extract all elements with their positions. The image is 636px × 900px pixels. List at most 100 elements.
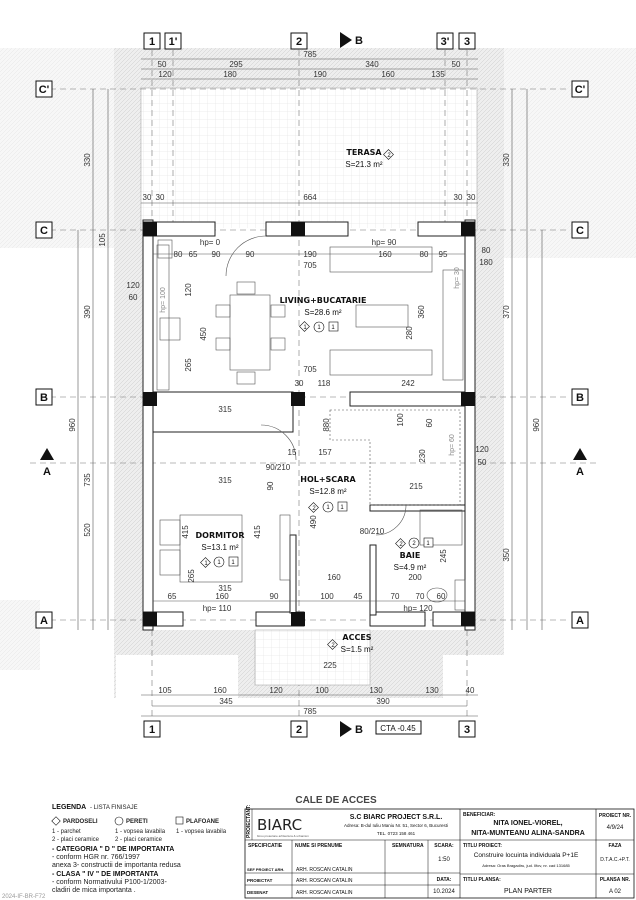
label-title_block-scara_label: SCARA: xyxy=(434,843,454,849)
label-dimensions-bedroom-3: 265 xyxy=(187,569,196,583)
label-dimensions-hall-14: 100 xyxy=(396,413,405,427)
side-dimensions: 330 105 390 960 735 520 120 60 330 370 9… xyxy=(68,89,543,630)
label-title_block-roles-1-role: PROIECTAT xyxy=(247,878,273,883)
label-title_block-phone: TEL. 0723 158 461 xyxy=(377,831,416,836)
label-rooms-0-codes-0: 2 xyxy=(387,153,391,159)
label-dimensions-living-10: 450 xyxy=(199,327,208,341)
label-axes-horizontal-2: B xyxy=(40,392,48,404)
label-axes-vertical_bottom-0: 1 xyxy=(149,724,155,736)
label-dimensions-bottom_row2-0: 345 xyxy=(219,697,233,706)
label-rooms-4-codes-0: 2 xyxy=(399,542,403,548)
label-dimensions-terrace_edges-3: 30 xyxy=(467,193,476,202)
label-axes-section_cut: A xyxy=(576,466,584,478)
label-dimensions-living-8: 705 xyxy=(303,261,317,270)
label-title_block-proiect_nr: 4/9/24 xyxy=(607,825,624,831)
label-rooms-3-area: S=13.1 m² xyxy=(201,543,238,552)
label-rooms-0-name: TERASA xyxy=(346,148,382,157)
label-dimensions-hp_labels-1: hp= 90 xyxy=(372,238,397,247)
label-dimensions-living-12: 120 xyxy=(184,283,193,297)
label-legend-pardoseli_items-0: 1 - parchet xyxy=(52,829,81,835)
label-dimensions-terrace_edges-2: 30 xyxy=(454,193,463,202)
label-rooms-1-name: LIVING+BUCATARIE xyxy=(280,296,367,305)
label-title_block-data: 10.2024 xyxy=(433,889,455,895)
room-acces: ACCES S=1.5 m² 2 xyxy=(327,633,374,654)
label-dimensions-top_row2-0: 50 xyxy=(158,60,167,69)
label-legend-clasa_line2: cladiri de mica importanta . xyxy=(52,887,136,894)
label-dimensions-living-16: 118 xyxy=(318,379,331,388)
label-dimensions-hall-15: 215 xyxy=(409,482,423,491)
label-dimensions-living-15: 30 xyxy=(295,379,304,388)
axis-bubbles-bottom: 1 2 3 B CTA -0.45 xyxy=(143,720,476,738)
label-axes-horizontal-4: A xyxy=(576,615,584,627)
label-dimensions-left_side-4: 735 xyxy=(83,473,92,487)
label-rooms-2-codes-1: 1 xyxy=(326,505,330,511)
label-dimensions-living-11: 265 xyxy=(184,358,193,372)
label-dimensions-right_side-0: 330 xyxy=(502,153,511,167)
label-axes-horizontal-1: C xyxy=(40,225,48,237)
label-axes-vertical_bottom-1: 2 xyxy=(296,724,302,736)
label-title_block-plansa_nr: A 02 xyxy=(609,889,622,895)
label-axes-vertical_top-0: 1 xyxy=(149,36,155,48)
cale-de-acces-label: CALE DE ACCES xyxy=(295,795,377,806)
label-axes-horizontal-1: C xyxy=(576,225,584,237)
label-axes-horizontal-0: C' xyxy=(575,84,586,96)
label-dimensions-terrace_edges-1: 30 xyxy=(156,193,165,202)
label-dimensions-left_side-2: 390 xyxy=(83,305,92,319)
label-legend-plafoane_items-0: 1 - vopsea lavabila xyxy=(176,829,227,835)
top-dimensions: 785 50 295 340 50 120 180 190 160 135 66… xyxy=(141,50,478,204)
label-dimensions-living-14: 280 xyxy=(405,326,414,340)
categoria-text: - conform HGR nr. 766/1997 xyxy=(52,854,140,861)
biarc-logo: BIARC xyxy=(257,816,302,834)
label-dimensions-living-2: 90 xyxy=(212,250,221,259)
label-dimensions-hp_labels-0: hp= 0 xyxy=(200,238,221,247)
bedroom-dimensions: 415 415 265 315 65 160 90 100 45 70 70 6… xyxy=(153,238,465,613)
label-dimensions-right_side-2: 960 xyxy=(532,418,541,432)
label-dimensions-top_row2-2: 340 xyxy=(365,60,379,69)
hp-label-living-right: hp= 30 xyxy=(454,267,461,289)
legend: LEGENDA - LISTA FINISAJE PARDOSELI PERET… xyxy=(2,804,227,900)
label-dimensions-hall-20: 60 xyxy=(425,418,434,427)
label-dimensions-bedroom-18: 160 xyxy=(327,573,341,582)
label-title_block-faza: D.T.A.C.+P.T. xyxy=(600,857,630,863)
label-legend-pereti_items-0: 1 - vopsea lavabila xyxy=(115,829,166,835)
label-rooms-4-name: BAIE xyxy=(400,551,421,560)
label-title_block-roles-2-role: DESENAT xyxy=(247,890,268,895)
label-dimensions-left_side-7: 60 xyxy=(129,293,138,302)
square-icon xyxy=(175,816,184,825)
label-dimensions-hp_labels-3: hp= 110 xyxy=(203,604,232,613)
label-dimensions-bedroom-4: 315 xyxy=(218,584,232,593)
label-rooms-1-codes-2: 1 xyxy=(331,325,335,331)
label-dimensions-bedroom-11: 45 xyxy=(354,592,363,601)
label-dimensions-right_side-6: 120 xyxy=(475,445,489,454)
label-rooms-3-name: DORMITOR xyxy=(196,531,245,540)
label-dimensions-top_row3-1: 180 xyxy=(223,70,237,79)
label-axes-vertical_bottom-2: 3 xyxy=(464,724,470,736)
label-rooms-2-name: HOL+SCARA xyxy=(300,475,356,484)
axis-bubbles-top: 1 1' 2 3' 3 B xyxy=(143,32,476,50)
label-dimensions-hall-7: 315 xyxy=(218,476,232,485)
label-dimensions-acces-0: 225 xyxy=(323,661,337,670)
axis-bubbles-sides: C' C' C C B B A A A A xyxy=(35,80,589,629)
label-rooms-5-codes-0: 2 xyxy=(331,643,335,649)
label-legend-plafoane: PLAFOANE xyxy=(186,819,219,825)
room-terasa: TERASA S=21.3 m² 2 xyxy=(345,148,394,169)
label-dimensions-door_labels-1: 80/210 xyxy=(360,527,385,536)
label-dimensions-top_row3-2: 190 xyxy=(313,70,327,79)
cta-label: CTA -0.45 xyxy=(380,724,416,733)
label-dimensions-hall-3: 880 xyxy=(322,418,331,432)
label-axes-horizontal-4: A xyxy=(40,615,48,627)
label-axes-section_cut: A xyxy=(43,466,51,478)
label-legend-categoria_line2: anexa 3- constructii de importanta redus… xyxy=(52,862,181,869)
label-title_block-roles-0-name: ARH. ROSCAN CATALIN xyxy=(296,867,353,873)
label-axes-vertical_top-1: 1' xyxy=(169,36,178,48)
label-dimensions-living-4: 190 xyxy=(303,250,317,259)
label-dimensions-top_row3-4: 135 xyxy=(431,70,445,79)
label-dimensions-bedroom-16: 200 xyxy=(408,573,422,582)
label-dimensions-bottom_row1-1: 160 xyxy=(213,686,227,695)
terrace-floor xyxy=(140,87,478,231)
label-dimensions-top_row3-3: 160 xyxy=(381,70,395,79)
label-dimensions-left_side-1: 105 xyxy=(98,233,107,247)
label-dimensions-bedroom-13: 70 xyxy=(391,592,400,601)
label-rooms-1-codes-1: 1 xyxy=(317,325,321,331)
